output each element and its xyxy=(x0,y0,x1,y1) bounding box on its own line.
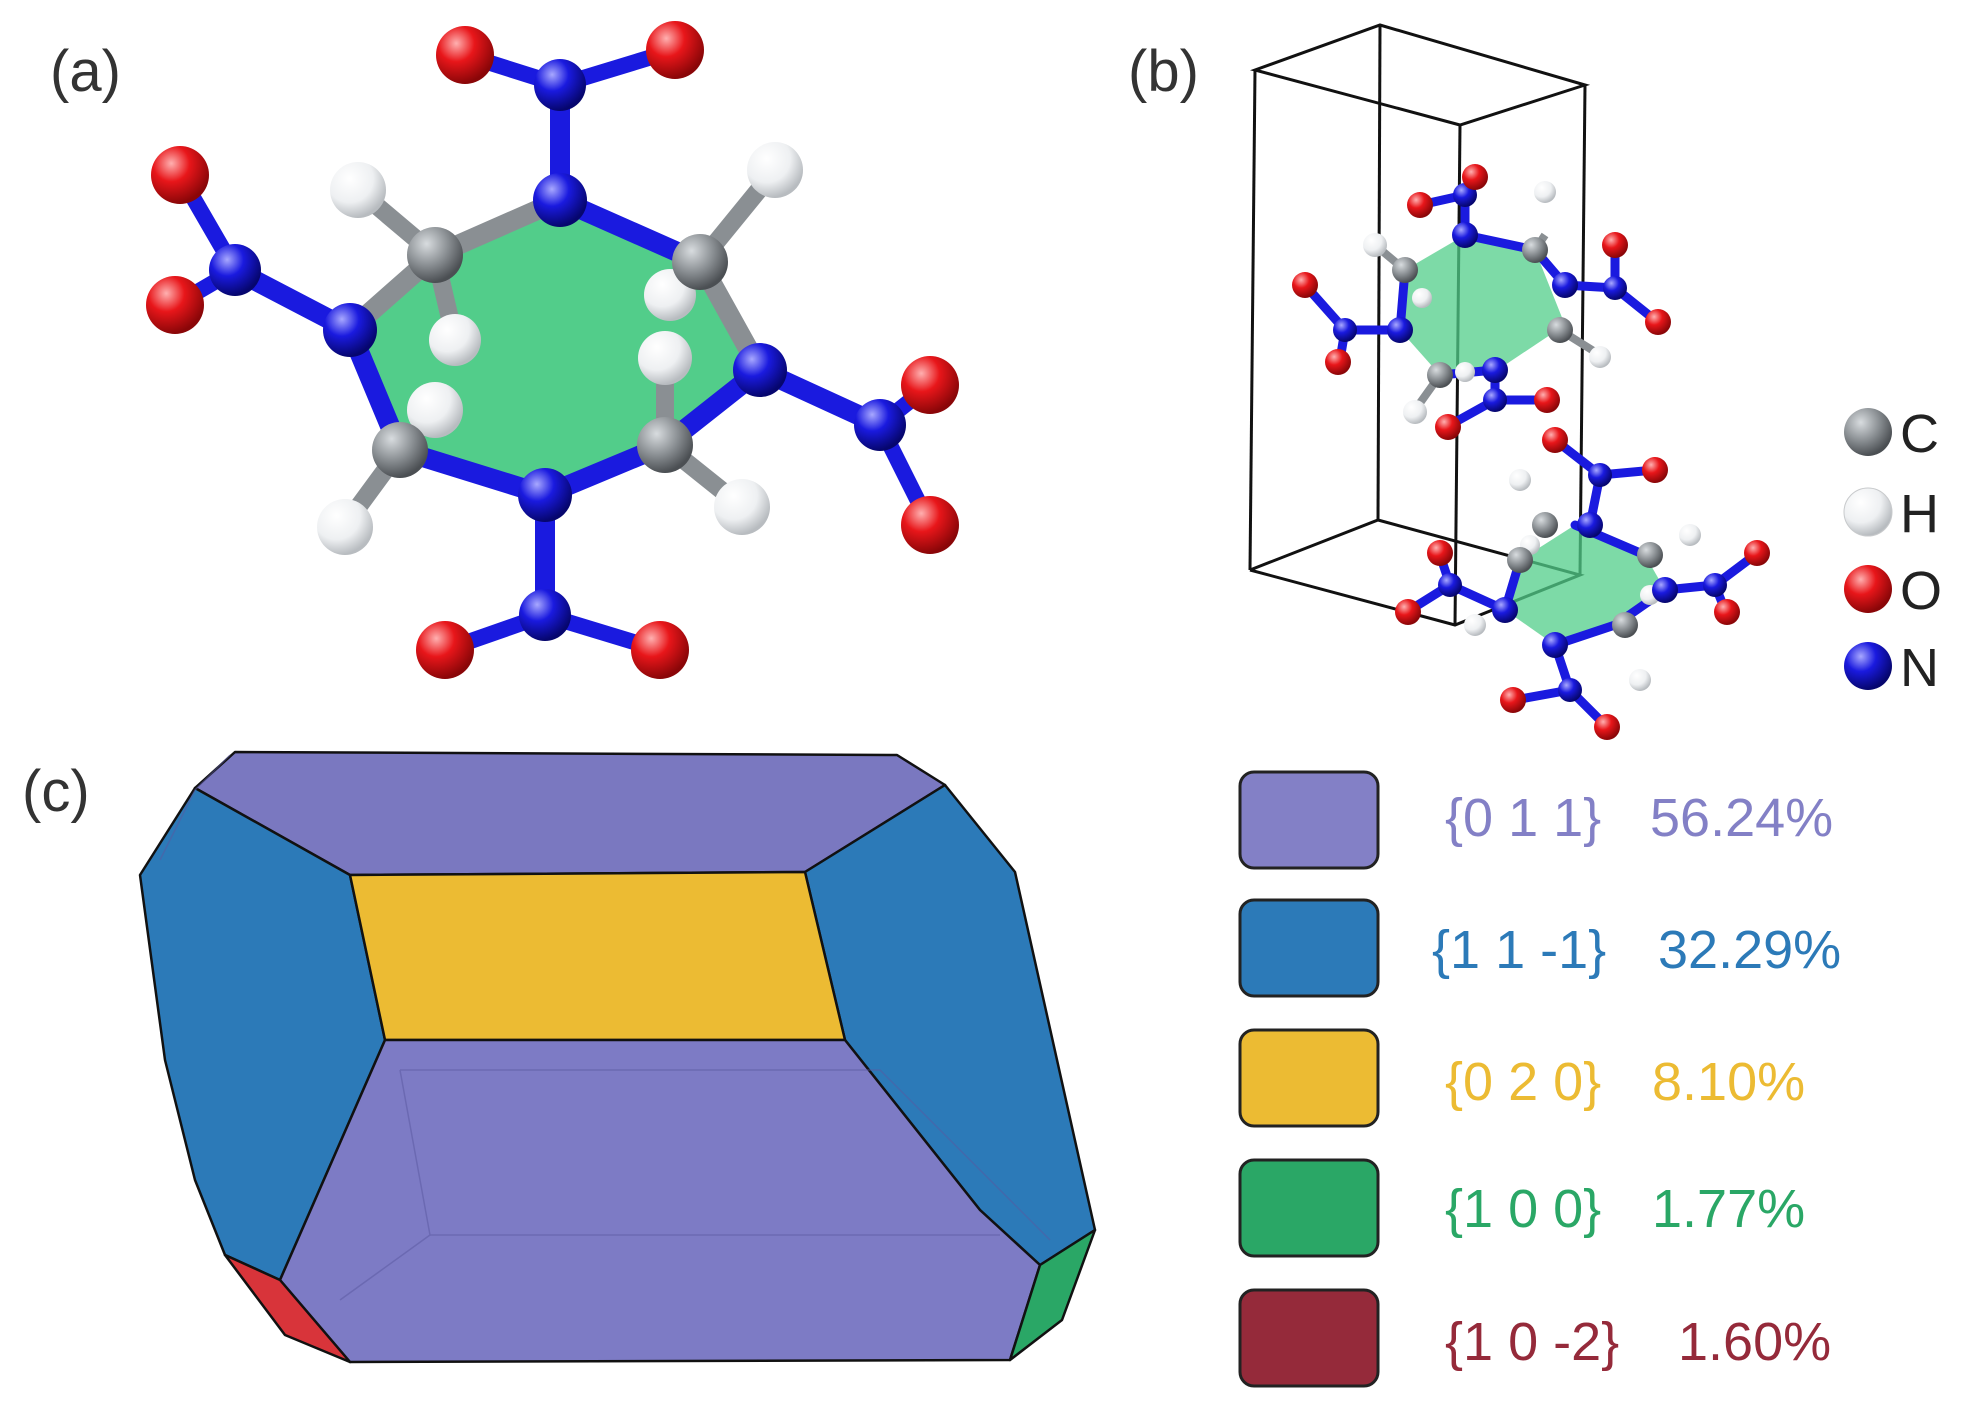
panel-label-b: (b) xyxy=(1128,39,1199,104)
facet-legend-row-10-2: {1 0 -2} 1.60% xyxy=(1238,1288,1831,1388)
facet-plane-11-1: {1 1 -1} xyxy=(1432,920,1606,980)
facet-plane-020: {0 2 0} xyxy=(1445,1052,1601,1112)
facet-percent-10-2: 1.60% xyxy=(1678,1312,1831,1372)
facet-plane-011: {0 1 1} xyxy=(1445,788,1601,848)
atom-legend-h: H xyxy=(1843,484,1939,544)
molecule-b-upper xyxy=(1292,164,1671,440)
facet-legend-row-11-1: {1 1 -1} 32.29% xyxy=(1238,898,1841,998)
facet-10-2 xyxy=(223,1253,352,1364)
facet-legend-row-020: {0 2 0} 8.10% xyxy=(1238,1028,1805,1128)
atom-legend-o-label: O xyxy=(1900,561,1942,621)
atom-legend: C H O N xyxy=(1843,404,1942,698)
facet-percent-11-1: 32.29% xyxy=(1658,920,1841,980)
facet-plane-100: {1 0 0} xyxy=(1445,1179,1601,1239)
crystal-back-edges xyxy=(159,754,1051,1301)
crystal-habit xyxy=(138,750,1097,1364)
atoms-a xyxy=(146,21,959,679)
facet-percent-020: 8.10% xyxy=(1652,1052,1805,1112)
facet-020 xyxy=(348,870,847,1042)
atom-legend-c: C xyxy=(1844,404,1939,464)
facet-legend-row-100: {1 0 0} 1.77% xyxy=(1238,1158,1805,1258)
atom-legend-n-label: N xyxy=(1900,638,1939,698)
panel-label-a: (a) xyxy=(50,39,121,104)
molecule-a xyxy=(146,21,959,679)
atom-legend-n: N xyxy=(1844,638,1939,698)
panel-label-c: (c) xyxy=(22,759,90,824)
facet-plane-10-2: {1 0 -2} xyxy=(1445,1312,1619,1372)
molecule-b-lower xyxy=(1395,427,1770,740)
facet-percent-011: 56.24% xyxy=(1650,788,1833,848)
facet-legend-row-011: {0 1 1} 56.24% xyxy=(1238,770,1833,870)
atom-legend-h-label: H xyxy=(1900,484,1939,544)
facet-100 xyxy=(1008,1228,1097,1362)
facet-percent-100: 1.77% xyxy=(1652,1179,1805,1239)
atom-legend-o: O xyxy=(1844,561,1942,621)
atom-legend-c-label: C xyxy=(1900,404,1939,464)
facet-legend: {0 1 1} 56.24% {1 1 -1} 32.29% {0 2 0} 8… xyxy=(1238,770,1841,1388)
